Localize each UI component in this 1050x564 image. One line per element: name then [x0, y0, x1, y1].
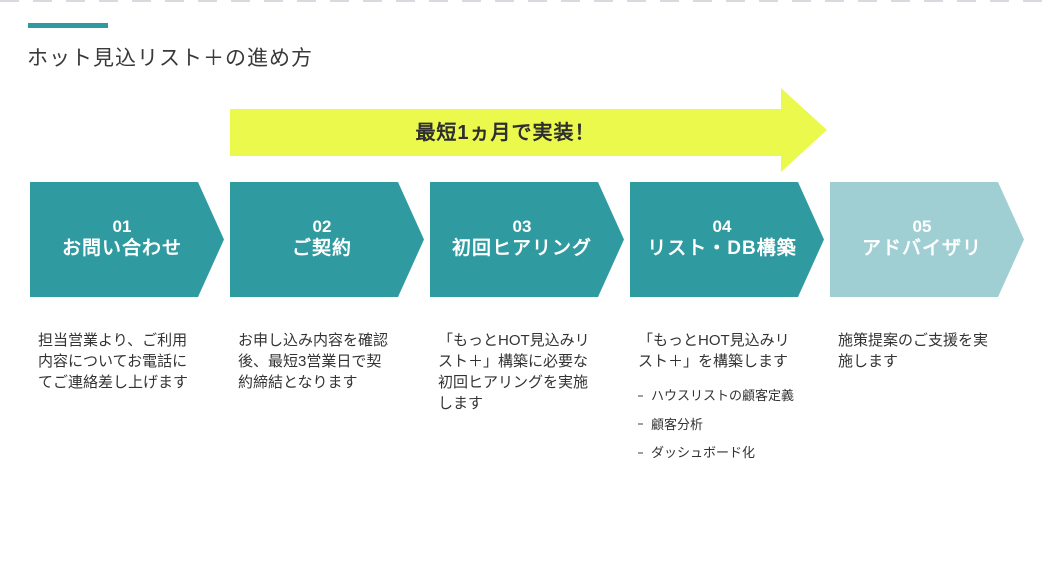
list-item: ダッシュボード化: [638, 445, 824, 461]
process-steps-row: 01 お問い合わせ 02 ご契約 03 初回ヒアリング 04 リスト・DB構築 …: [30, 182, 1030, 297]
list-item: 顧客分析: [638, 417, 824, 433]
dash-bullet-icon: [638, 423, 643, 426]
banner-label: 最短1ヵ月で実装！: [415, 121, 596, 144]
description-text: 「もっとHOT見込みリ スト＋」を構築します: [638, 332, 790, 370]
description-text: 担当営業より、ご利用 内容についてお電話に てご連絡差し上げます: [38, 332, 189, 391]
step-description-db-build: 「もっとHOT見込みリ スト＋」を構築します ハウスリストの顧客定義 顧客分析 …: [630, 330, 824, 474]
step-label: ご契約: [291, 238, 352, 260]
step-chevron-db-build: 04 リスト・DB構築: [630, 182, 824, 297]
top-dashed-border: [0, 0, 1050, 2]
implementation-banner-arrow: 最短1ヵ月で実装！: [230, 88, 827, 172]
description-text: 施策提案のご支援を実 施します: [838, 332, 989, 370]
step-chevron-advisory: 05 アドバイザリ: [830, 182, 1024, 297]
step-description-advisory: 施策提案のご支援を実 施します: [830, 330, 1024, 474]
description-text: 「もっとHOT見込みリ スト＋」構築に必要な 初回ヒアリングを実施 します: [438, 332, 590, 412]
step-description-inquiry: 担当営業より、ご利用 内容についてお電話に てご連絡差し上げます: [30, 330, 224, 474]
step-description-contract: お申し込み内容を確認 後、最短3営業日で契 約締結となります: [230, 330, 424, 474]
step-label: リスト・DB構築: [647, 238, 797, 260]
step-chevron-inquiry: 01 お問い合わせ: [30, 182, 224, 297]
title-accent-bar: [28, 23, 108, 28]
step-number: 02: [312, 216, 332, 236]
step-number: 05: [912, 216, 932, 236]
description-text: お申し込み内容を確認 後、最短3営業日で契 約締結となります: [238, 332, 389, 391]
list-item: ハウスリストの顧客定義: [638, 388, 824, 404]
step-number: 04: [712, 216, 732, 236]
step-description-hearing: 「もっとHOT見込みリ スト＋」構築に必要な 初回ヒアリングを実施 します: [430, 330, 624, 474]
step-chevron-contract: 02 ご契約: [230, 182, 424, 297]
step-number: 03: [512, 216, 532, 236]
step-label: お問い合わせ: [61, 238, 182, 260]
step-label: アドバイザリ: [861, 238, 982, 260]
step-descriptions-row: 担当営業より、ご利用 内容についてお電話に てご連絡差し上げます お申し込み内容…: [30, 330, 1030, 474]
step-number: 01: [112, 216, 132, 236]
step-chevron-hearing: 03 初回ヒアリング: [430, 182, 624, 297]
dash-bullet-icon: [638, 451, 643, 454]
page-title: ホット見込リスト＋の進め方: [27, 47, 313, 70]
bullet-text: ハウスリストの顧客定義: [651, 388, 795, 403]
bullet-text: 顧客分析: [651, 416, 704, 432]
db-build-task-list: ハウスリストの顧客定義 顧客分析 ダッシュボード化: [638, 388, 824, 461]
bullet-text: ダッシュボード化: [651, 445, 756, 461]
step-label: 初回ヒアリング: [451, 238, 592, 260]
dash-bullet-icon: [638, 394, 643, 397]
